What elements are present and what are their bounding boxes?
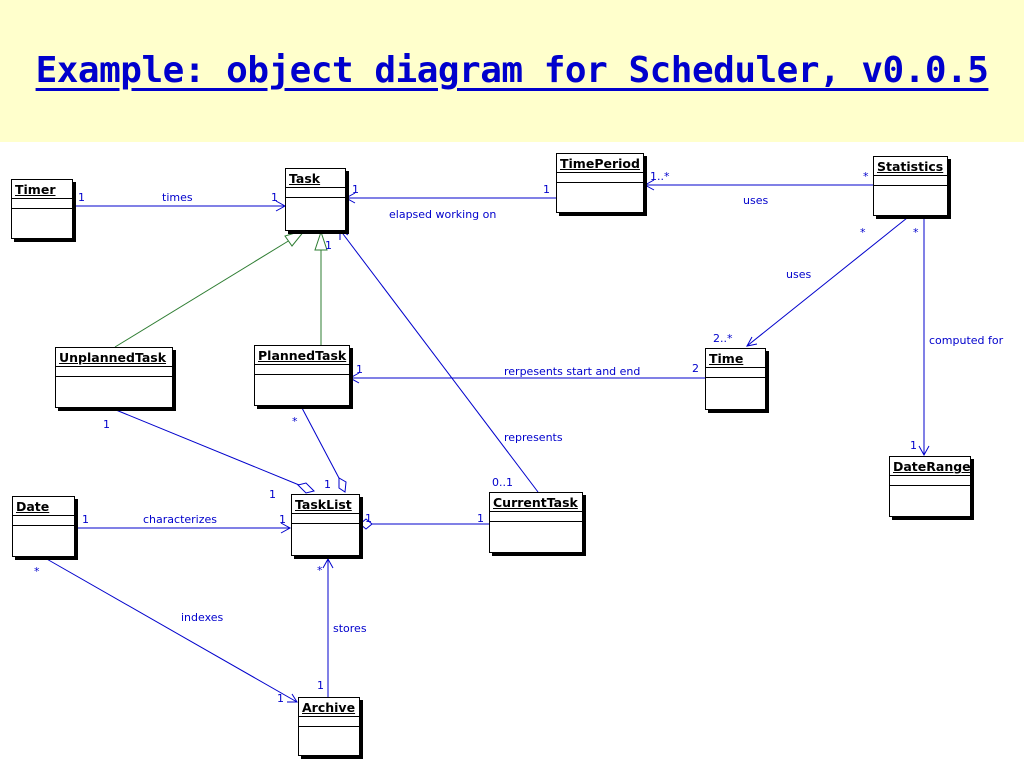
class-time: Time (705, 348, 766, 410)
mult-stores-archive: 1 (317, 679, 324, 692)
generalization-arrowhead (314, 230, 328, 251)
mult-represents-task: 1 (325, 239, 332, 252)
generalization-unplanned-to-task (114, 239, 291, 348)
class-task: Task (285, 168, 346, 231)
class-name: PlannedTask (258, 348, 347, 363)
slide-title: Example: object diagram for Scheduler, v… (35, 50, 989, 91)
label-represents: represents (504, 431, 563, 444)
mult-start-end-time: 2 (692, 362, 699, 375)
class-timer: Timer (11, 179, 73, 239)
class-archive: Archive (298, 697, 360, 756)
mult-current-list-tasklist: 1 (365, 512, 372, 525)
class-tasklist: TaskList (291, 494, 360, 556)
mult-computed-stats: * (913, 226, 919, 239)
diagram-canvas: times 1 1 elapsed working on 1 1 uses 1.… (0, 142, 1024, 768)
label-characterizes: characterizes (143, 513, 217, 526)
mult-stats-period-stats: * (863, 170, 869, 183)
mult-char-tasklist: 1 (279, 513, 286, 526)
mult-char-date: 1 (82, 513, 89, 526)
class-name: Time (709, 351, 744, 366)
mult-stats-time-time: 2..* (713, 332, 733, 345)
mult-times-task: 1 (271, 191, 278, 204)
label-stats-time: uses (786, 268, 811, 281)
association-stats-time (746, 217, 908, 347)
class-date: Date (12, 496, 75, 557)
slide-header: Example: object diagram for Scheduler, v… (0, 0, 1024, 142)
class-name: Archive (302, 700, 356, 715)
association-indexes (44, 557, 298, 703)
aggregation-unplanned-list (115, 409, 305, 488)
generalization-arrowhead (284, 229, 307, 247)
aggregation-planned-list (301, 407, 341, 481)
mult-start-end-planned: 1 (356, 363, 363, 376)
mult-current-list-current: 1 (477, 512, 484, 525)
mult-stats-period-period: 1..* (650, 170, 670, 183)
class-name: TaskList (295, 497, 352, 512)
class-name: Timer (15, 182, 56, 197)
mult-unplanned-list-unplanned: 1 (103, 418, 110, 431)
label-indexes: indexes (181, 611, 224, 624)
mult-represents-current: 0..1 (492, 476, 513, 489)
label-stores: stores (333, 622, 367, 635)
mult-planned-list-planned: * (292, 415, 298, 428)
label-computed: computed for (929, 334, 1004, 347)
label-times: times (162, 191, 193, 204)
mult-times-timer: 1 (78, 191, 85, 204)
association-represents (339, 229, 539, 493)
mult-stats-time-stats: * (860, 226, 866, 239)
class-name: UnplannedTask (59, 350, 167, 365)
mult-computed-range: 1 (910, 439, 917, 452)
class-name: TimePeriod (560, 156, 640, 171)
class-unplannedtask: UnplannedTask (55, 347, 173, 408)
class-plannedtask: PlannedTask (254, 345, 350, 406)
mult-planned-list-tasklist: 1 (324, 478, 331, 491)
label-elapsed: elapsed working on (389, 208, 496, 221)
mult-indexes-archive: 1 (277, 692, 284, 705)
class-currenttask: CurrentTask (489, 492, 583, 553)
class-name: CurrentTask (493, 495, 578, 510)
mult-unplanned-list-tasklist: 1 (269, 488, 276, 501)
class-statistics: Statistics (873, 156, 948, 216)
diagram-connectors: times 1 1 elapsed working on 1 1 uses 1.… (34, 170, 1004, 705)
mult-indexes-date: * (34, 565, 40, 578)
label-start-end: rerpesents start and end (504, 365, 640, 378)
mult-elapsed-task: 1 (352, 183, 359, 196)
mult-stores-tasklist: * (317, 564, 323, 577)
label-stats-period: uses (743, 194, 768, 207)
class-name: Date (16, 499, 50, 514)
class-timeperiod: TimePeriod (556, 153, 644, 213)
mult-elapsed-period: 1 (543, 183, 550, 196)
class-name: DateRange (893, 459, 971, 474)
class-name: Statistics (877, 159, 944, 174)
class-name: Task (289, 171, 321, 186)
class-daterange: DateRange (889, 456, 971, 517)
